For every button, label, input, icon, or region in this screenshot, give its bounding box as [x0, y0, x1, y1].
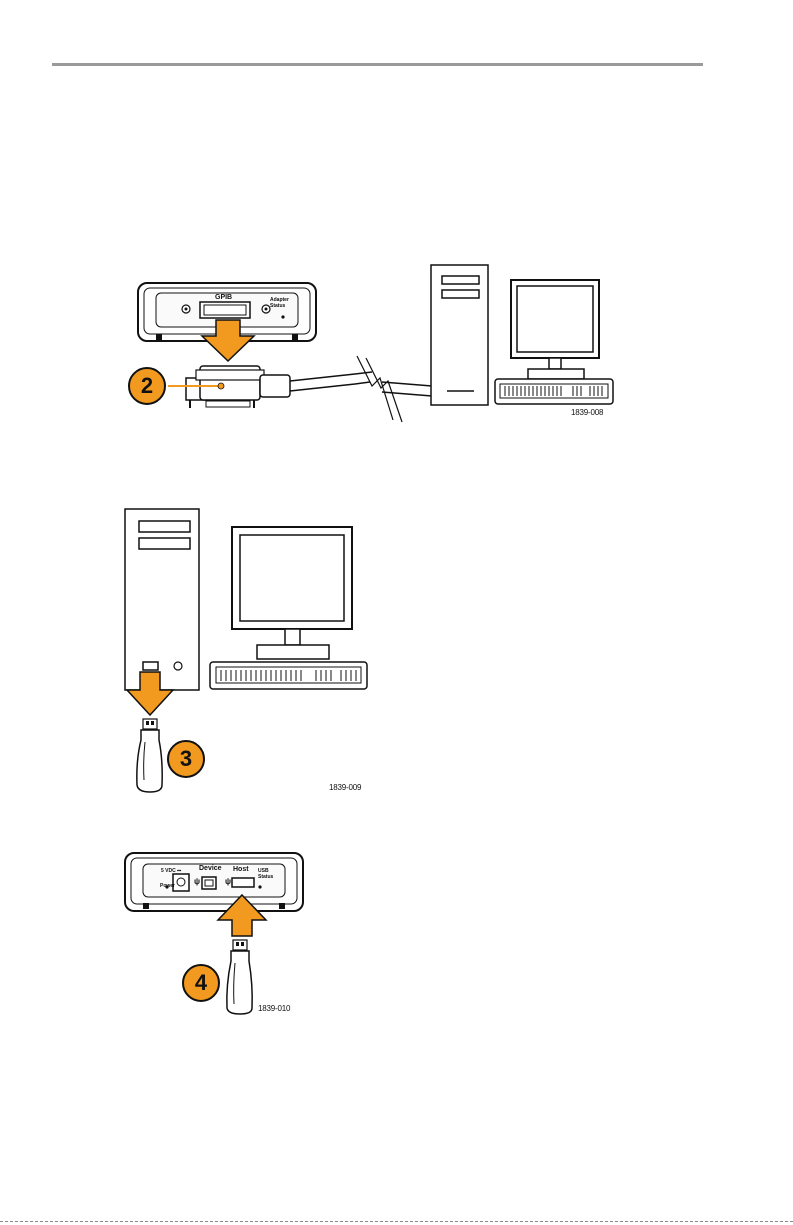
usb-status-line2: Status — [258, 874, 273, 880]
figure-number: 1839-010 — [258, 1004, 290, 1013]
usb-cable-plug — [227, 940, 252, 1014]
step-4-badge: 4 — [182, 964, 220, 1002]
power-label: 5 VDC ⎓ — [161, 868, 181, 874]
figure-number: 1839-008 — [571, 408, 603, 417]
usb-port — [143, 662, 158, 670]
host-port — [232, 878, 254, 887]
figure-number: 1839-009 — [329, 783, 361, 792]
adapter-status-line2: Status — [270, 303, 285, 309]
usb-icon: ψ — [225, 879, 231, 885]
usb-adapter-rear — [125, 853, 303, 911]
computer-tower — [431, 265, 488, 405]
gpib-port-label: GPIB — [215, 295, 232, 301]
gpib-cable-connector — [186, 356, 432, 422]
host-port-label: Host — [233, 867, 249, 873]
usb-status-label: USB Status — [258, 868, 273, 880]
step-3-badge: 3 — [167, 740, 205, 778]
figure-gpib-connection — [138, 265, 613, 422]
computer-tower-large — [125, 509, 199, 690]
keyboard-large — [210, 662, 367, 689]
keyboard — [495, 379, 613, 404]
device-port-label: Device — [199, 866, 222, 872]
figure-usb-computer — [125, 509, 367, 792]
adapter-status-label: Adapter Status — [270, 297, 289, 309]
usb-icon: ψ — [194, 879, 200, 885]
step-2-badge: 2 — [128, 367, 166, 405]
dc-symbol-icon: ⎓ — [177, 868, 181, 874]
power-voltage-label: 5 VDC — [161, 868, 176, 874]
computer-monitor-large — [232, 527, 352, 659]
usb-cable-plug — [137, 719, 162, 792]
status-led — [281, 315, 284, 318]
page-bottom-border — [0, 1221, 793, 1223]
computer-monitor — [511, 280, 599, 379]
power-led-label: Power — [160, 883, 175, 889]
